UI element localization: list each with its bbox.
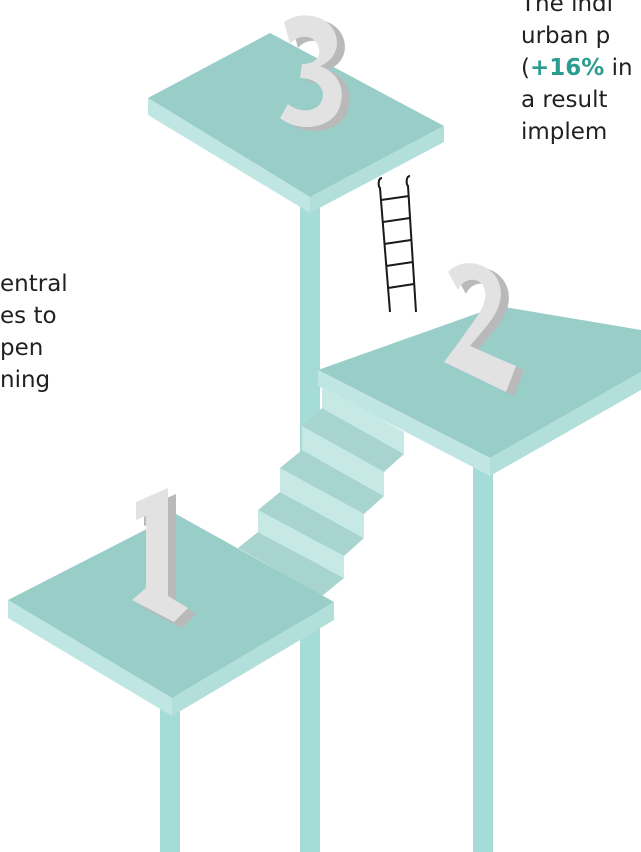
pillar-right-platform-2 — [473, 460, 493, 852]
right-text-line-3-rest: in — [604, 55, 633, 81]
right-text-line-3: (+16% in — [521, 52, 633, 84]
left-text-line-1: entral — [0, 271, 68, 297]
pillar-left-platform-1 — [160, 695, 180, 852]
number-2-icon — [444, 263, 524, 396]
number-3-icon — [280, 15, 350, 132]
right-text-line-4: a result — [521, 87, 608, 113]
right-text-line-5: implem — [521, 119, 608, 145]
stairs — [238, 386, 404, 596]
percent-highlight: +16% — [529, 55, 605, 81]
right-text-line-1: The indi — [521, 0, 614, 17]
right-text-line-2: urban p — [521, 23, 611, 49]
ladder — [377, 175, 417, 313]
platform-2 — [318, 306, 641, 476]
left-text-line-3: pen — [0, 335, 44, 361]
left-text-line-2: es to — [0, 303, 57, 329]
number-1-icon — [132, 488, 196, 628]
left-text-line-4: ning — [0, 367, 51, 393]
paren-open: ( — [521, 55, 530, 81]
